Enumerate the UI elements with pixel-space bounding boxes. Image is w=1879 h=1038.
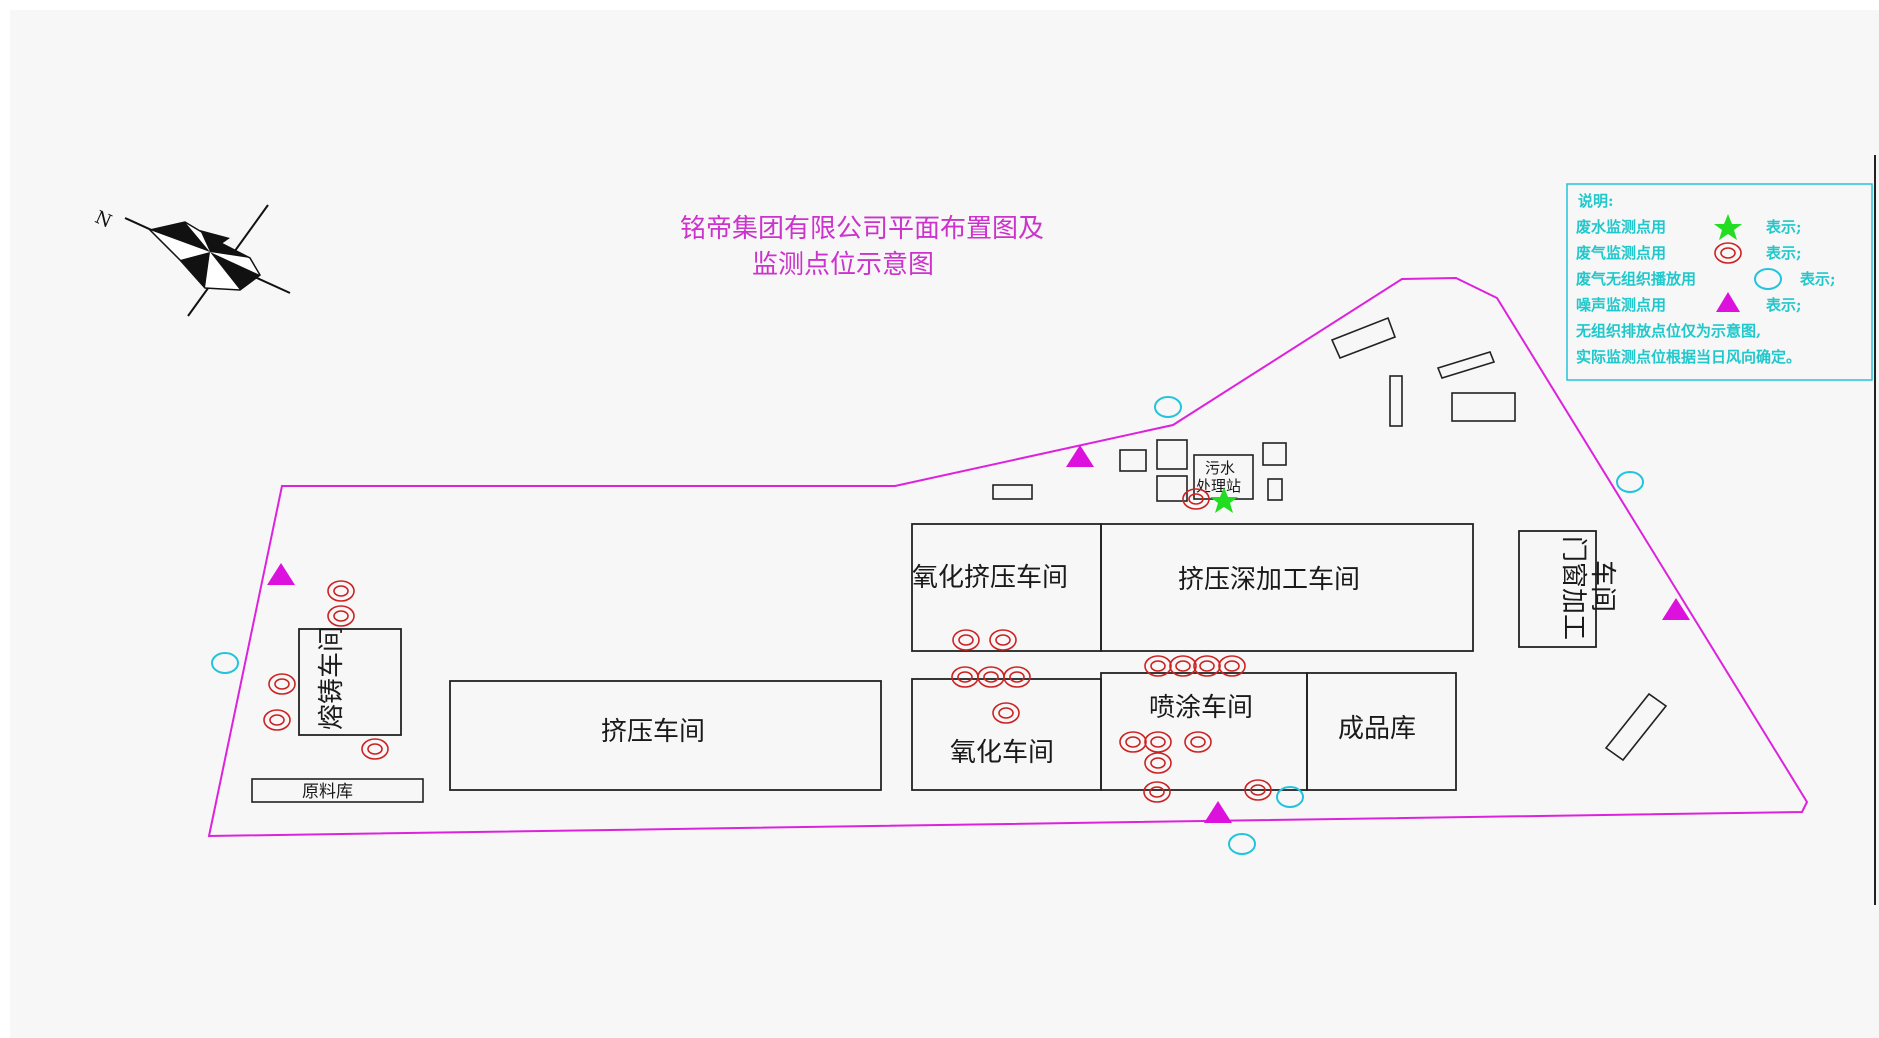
green-star-icon: [1714, 214, 1742, 240]
cyan-circle-icon: [1154, 396, 1182, 418]
map-title-line2: 监测点位示意图: [752, 250, 934, 280]
cyan-circle-icon: [1276, 786, 1304, 808]
structure-tilted-top: [1330, 316, 1397, 360]
site-boundary: [207, 276, 1809, 838]
building-extrusion-workshop: 挤压车间: [449, 680, 882, 791]
structure-box-3: [1156, 475, 1188, 502]
building-sewage-station: 污水 处理站: [1193, 454, 1254, 500]
structure-box-2: [1156, 439, 1188, 470]
misc-structures: [992, 316, 1668, 762]
door-window-label-2: 车间: [1587, 560, 1617, 612]
magenta-triangle-icon: [1662, 598, 1690, 620]
compass-north-label: N: [92, 207, 115, 233]
finished-goods-label: 成品库: [1338, 714, 1416, 744]
building-finished-goods-warehouse: 成品库: [1306, 672, 1457, 791]
noise-monitoring-points: [267, 445, 1690, 823]
extrusion-deep-processing-label: 挤压深加工车间: [1178, 565, 1360, 595]
building-casting-workshop: 熔铸车间: [298, 626, 402, 736]
legend-heading: 说明:: [1578, 192, 1614, 210]
building-door-window-workshop: 门窗加工 车间: [1518, 530, 1617, 648]
raw-material-label: 原料库: [302, 782, 353, 802]
magenta-triangle-icon: [1066, 445, 1094, 467]
cyan-circle-icon: [1228, 833, 1256, 855]
compass-rose-icon: N: [92, 204, 291, 317]
building-extrusion-deep-processing: 挤压深加工车间: [1100, 523, 1474, 652]
spraying-workshop-label: 喷涂车间: [1149, 693, 1253, 723]
sewage-station-label-2: 处理站: [1196, 477, 1241, 495]
green-star-icon: [1210, 487, 1238, 513]
building-raw-material-warehouse: 原料库: [251, 778, 424, 803]
legend-box: 说明: 废水监测点用 表示; 废气监测点用 表示; 废气无组织播放用 表示; 噪…: [1566, 183, 1873, 381]
casting-workshop-label: 熔铸车间: [317, 626, 347, 730]
map-title-line1: 铭帝集团有限公司平面布置图及: [680, 214, 1044, 244]
legend-row-fugitive-prefix: 废气无组织播放用: [1576, 270, 1696, 288]
magenta-triangle-icon: [1716, 292, 1740, 312]
magenta-triangle-icon: [1204, 801, 1232, 823]
door-window-label-1: 门窗加工: [1558, 536, 1588, 640]
oxidation-workshop-label: 氧化车间: [950, 738, 1054, 768]
structure-small-left: [992, 484, 1033, 500]
legend-note-line2: 实际监测点位根据当日风向确定。: [1576, 348, 1801, 366]
oxidation-extrusion-label: 氧化挤压车间: [912, 563, 1068, 593]
legend-note-line1: 无组织排放点位仅为示意图,: [1575, 322, 1761, 340]
cyan-circle-icon: [211, 652, 239, 674]
cyan-circle-icon: [1616, 471, 1644, 493]
legend-row-noise-suffix: 表示;: [1766, 296, 1802, 314]
structure-box-1: [1119, 449, 1147, 472]
structure-narrow-vertical: [1389, 375, 1403, 427]
legend-row-wastewater-suffix: 表示;: [1766, 218, 1802, 236]
fugitive-emission-points: [211, 396, 1644, 855]
legend-row-fugitive-suffix: 表示;: [1800, 270, 1836, 288]
legend-row-exhaust-suffix: 表示;: [1766, 244, 1802, 262]
structure-tilted-bottom: [1604, 692, 1668, 762]
cyan-circle-icon: [1754, 268, 1782, 290]
sewage-station-label-1: 污水: [1205, 459, 1235, 477]
legend-row-wastewater-prefix: 废水监测点用: [1576, 218, 1666, 236]
extrusion-workshop-label: 挤压车间: [601, 717, 705, 747]
legend-row-exhaust-prefix: 废气监测点用: [1576, 244, 1666, 262]
structure-box-4: [1262, 442, 1287, 466]
structure-rect-right: [1451, 392, 1516, 422]
magenta-triangle-icon: [267, 563, 295, 585]
structure-box-5: [1267, 478, 1283, 501]
legend-row-noise-prefix: 噪声监测点用: [1576, 296, 1666, 314]
structure-pipe-top: [1436, 351, 1496, 379]
